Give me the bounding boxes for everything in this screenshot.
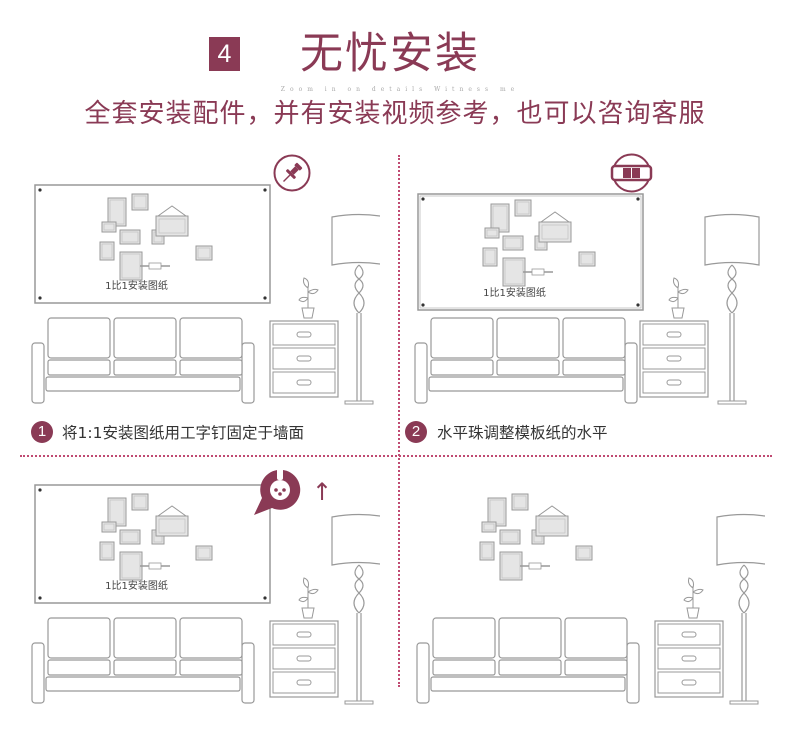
- potted-plant: [298, 577, 319, 619]
- floor-lamp: [331, 213, 380, 405]
- sofa: [31, 617, 255, 704]
- picture-frame: [131, 493, 149, 511]
- pin-dot: [38, 488, 42, 492]
- picture-frame: [499, 551, 523, 581]
- paper-label: 1比1安装图纸: [483, 286, 546, 299]
- screw-drill-icon: [250, 460, 305, 518]
- picture-frame: [481, 521, 497, 533]
- page-subtitle: 全套安装配件，并有安装视频参考，也可以咨询客服: [84, 99, 706, 129]
- picture-frame: [538, 221, 572, 243]
- picture-frame: [195, 245, 213, 261]
- pin-dot: [38, 596, 42, 600]
- picture-frame: [195, 545, 213, 561]
- floor-lamp: [704, 213, 760, 405]
- picture-frame: [155, 515, 189, 537]
- picture-frame: [482, 247, 498, 267]
- picture-frame: [499, 529, 521, 545]
- step-2-caption: 水平珠调整模板纸的水平: [437, 424, 608, 442]
- picture-frame: [107, 197, 127, 227]
- picture-frame: [101, 521, 117, 533]
- paper-label: 1比1安装图纸: [105, 579, 168, 592]
- faint-caption: Zoom in on details Witness me: [280, 86, 520, 93]
- hanging-wire: [537, 505, 567, 517]
- vertical-divider: [398, 155, 400, 687]
- drawer-cabinet: [654, 620, 724, 698]
- pushpin-icon: [273, 154, 311, 192]
- picture-frame: [514, 199, 532, 217]
- pin-dot: [263, 188, 267, 192]
- picture-frame: [502, 257, 526, 287]
- potted-plant: [683, 577, 704, 619]
- pin-dot: [421, 197, 425, 201]
- page-title: 无忧安装: [300, 29, 480, 79]
- install-panel-2: 1比1安装图纸: [405, 150, 765, 450]
- step-1-badge: 1: [31, 421, 53, 443]
- picture-frame: [479, 541, 495, 561]
- picture-frame: [131, 193, 149, 211]
- picture-frame: [99, 541, 115, 561]
- floor-lamp: [716, 513, 765, 705]
- potted-plant: [668, 277, 689, 319]
- picture-frame: [119, 229, 141, 245]
- drawer-cabinet: [639, 320, 709, 398]
- picture-frame: [155, 215, 189, 237]
- pin-dot: [636, 197, 640, 201]
- pin-dot: [636, 303, 640, 307]
- picture-frame: [484, 227, 500, 239]
- sofa: [414, 317, 638, 404]
- pin-dot: [263, 296, 267, 300]
- drawer-cabinet: [269, 620, 339, 698]
- picture-frame: [575, 545, 593, 561]
- picture-frame: [578, 251, 596, 267]
- sofa: [31, 317, 255, 404]
- step-2-badge: 2: [405, 421, 427, 443]
- floor-lamp: [331, 513, 380, 705]
- picture-frame: [511, 493, 529, 511]
- pin-dot: [263, 596, 267, 600]
- install-panel-1: 1比1安装图纸: [20, 150, 380, 450]
- picture-frame: [119, 251, 143, 281]
- picture-frame: [119, 551, 143, 581]
- drawer-cabinet: [269, 320, 339, 398]
- picture-frame: [502, 235, 524, 251]
- pin-dot: [38, 188, 42, 192]
- horizontal-divider: [20, 455, 772, 457]
- potted-plant: [298, 277, 319, 319]
- up-arrow-icon: ↑: [312, 478, 333, 506]
- picture-frame: [107, 497, 127, 527]
- pin-dot: [38, 296, 42, 300]
- step-number-badge: 4: [209, 37, 240, 71]
- hanging-wire: [540, 211, 570, 223]
- picture-frame: [490, 203, 510, 233]
- picture-frame: [119, 529, 141, 545]
- pin-dot: [421, 303, 425, 307]
- picture-frame: [99, 241, 115, 261]
- picture-frame: [487, 497, 507, 527]
- picture-frame: [535, 515, 569, 537]
- paper-label: 1比1安装图纸: [105, 279, 168, 292]
- sofa: [416, 617, 640, 704]
- spirit-level-icon: [609, 153, 654, 193]
- install-panel-3: 1比1安装图纸: [20, 450, 380, 750]
- install-panel-4: [405, 450, 765, 750]
- hanging-wire: [157, 205, 187, 217]
- hanging-wire: [157, 505, 187, 517]
- step-1-caption: 将1:1安装图纸用工字钉固定于墙面: [62, 424, 304, 442]
- picture-frame: [101, 221, 117, 233]
